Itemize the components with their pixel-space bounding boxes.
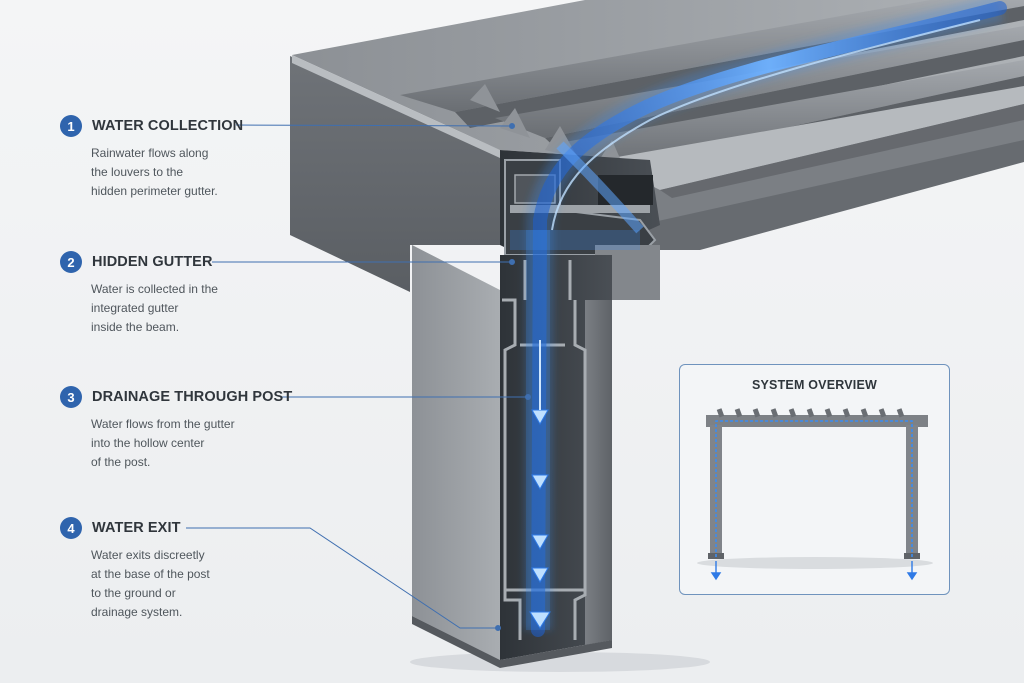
step-title: HIDDEN GUTTER xyxy=(92,254,213,270)
step-2: 2 HIDDEN GUTTER Water is collected in th… xyxy=(60,250,300,337)
overview-water-path xyxy=(715,420,913,557)
water-flow xyxy=(510,0,1007,637)
beam-side-face-lower xyxy=(640,140,1024,250)
callout-lines xyxy=(186,123,531,631)
step-description: Rainwater flows along the louvers to the… xyxy=(91,146,218,198)
step-title: WATER COLLECTION xyxy=(92,118,244,134)
post-front-face xyxy=(412,245,500,660)
step-1: 1 WATER COLLECTION Rainwater flows along… xyxy=(60,114,300,201)
system-overview-panel: SYSTEM OVERVIEW xyxy=(679,364,950,595)
overview-exit-arrows xyxy=(710,561,918,581)
step-description: Water exits discreetly at the base of th… xyxy=(91,548,210,619)
step-3: 3 DRAINAGE THROUGH POST Water flows from… xyxy=(60,385,300,472)
beam-end-highlight xyxy=(292,55,500,158)
beam-end-face xyxy=(290,56,500,292)
post-bottom-edge xyxy=(412,616,612,668)
step-badge: 1 xyxy=(60,115,82,137)
overview-title: SYSTEM OVERVIEW xyxy=(751,378,877,392)
overview-louvers xyxy=(716,408,905,418)
step-description: Water flows from the gutter into the hol… xyxy=(91,417,235,469)
pergola-overview-diagram xyxy=(697,408,933,581)
step-title: DRAINAGE THROUGH POST xyxy=(92,389,293,405)
flow-arrows xyxy=(529,340,551,629)
post-side-face xyxy=(585,300,612,645)
step-title: WATER EXIT xyxy=(92,520,181,536)
step-4: 4 WATER EXIT Water exits discreetly at t… xyxy=(60,516,300,622)
step-badge: 2 xyxy=(60,251,82,273)
step-badge: 3 xyxy=(60,386,82,408)
step-description: Water is collected in the integrated gut… xyxy=(91,282,218,334)
step-badge: 4 xyxy=(60,517,82,539)
